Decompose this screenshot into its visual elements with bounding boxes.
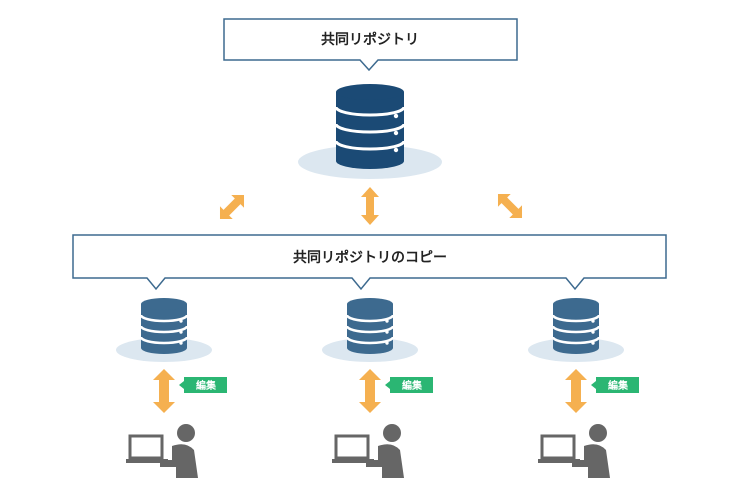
double-arrow-icon <box>361 187 379 225</box>
sync-arrows <box>219 187 523 225</box>
shared-repository-label: 共同リポジトリ <box>321 31 419 48</box>
copy-database-icon-2 <box>322 298 418 362</box>
copy-database-icon-1 <box>116 298 212 362</box>
copy-database-icon-3 <box>528 298 624 362</box>
copy-callout: 共同リポジトリのコピー <box>72 234 667 291</box>
edit-tag-label: 編集 <box>402 379 423 392</box>
edit-arrows <box>153 369 587 413</box>
double-arrow-icon <box>153 369 175 413</box>
shared-repository-callout: 共同リポジトリ <box>223 18 518 72</box>
edit-tag-label: 編集 <box>196 379 217 392</box>
edit-tag-1: 編集 <box>179 377 227 393</box>
edit-tag-label: 編集 <box>608 379 629 392</box>
double-arrow-icon <box>359 369 381 413</box>
person-at-computer-icon <box>332 424 404 478</box>
edit-tag-3: 編集 <box>591 377 639 393</box>
double-arrow-icon <box>565 369 587 413</box>
copy-repository-label: 共同リポジトリのコピー <box>293 249 447 266</box>
person-at-computer-icon <box>538 424 610 478</box>
double-arrow-icon <box>497 193 523 219</box>
main-database-icon <box>298 84 442 179</box>
double-arrow-icon <box>219 194 245 220</box>
person-at-computer-icon <box>126 424 198 478</box>
edit-tag-2: 編集 <box>385 377 433 393</box>
